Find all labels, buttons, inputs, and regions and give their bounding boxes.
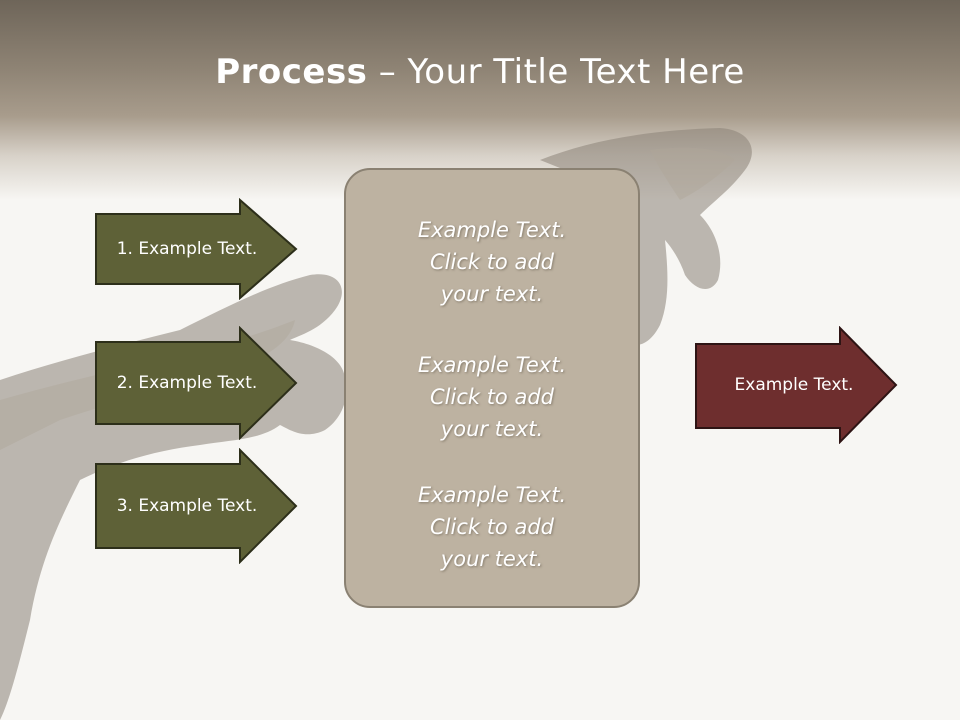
center-block-3-line-1: Example Text. [417, 483, 567, 507]
center-text-block-3: Example Text. Click to add your text. [346, 479, 638, 575]
title-bold: Process [215, 52, 368, 92]
center-text-box[interactable]: Example Text. Click to add your text. Ex… [344, 168, 640, 608]
result-arrow[interactable]: Example Text. [694, 326, 900, 444]
step-arrow-3[interactable]: 3. Example Text. [94, 448, 300, 564]
center-block-3-line-2: Click to add [429, 515, 554, 539]
step-arrow-2-label: 2. Example Text. [116, 373, 258, 393]
center-text-block-1: Example Text. Click to add your text. [346, 214, 638, 310]
result-arrow-label: Example Text. [734, 375, 854, 395]
result-arrow-shape [695, 326, 898, 444]
step-arrow-1-label: 1. Example Text. [116, 239, 258, 259]
step-arrow-3-label: 3. Example Text. [116, 496, 258, 516]
step-arrow-1[interactable]: 1. Example Text. [94, 198, 300, 300]
slide-title: Process – Your Title Text Here [0, 52, 960, 92]
header-band [0, 0, 960, 200]
step-arrow-2[interactable]: 2. Example Text. [94, 326, 300, 440]
center-block-1-line-1: Example Text. [417, 218, 567, 242]
center-block-2-line-1: Example Text. [417, 353, 567, 377]
center-block-2-line-3: your text. [440, 417, 544, 441]
step-arrow-3-shape [95, 448, 298, 564]
title-rest: – Your Title Text Here [367, 52, 745, 92]
step-arrow-1-shape [95, 198, 298, 300]
center-text-block-2: Example Text. Click to add your text. [346, 349, 638, 445]
center-block-2-line-2: Click to add [429, 385, 554, 409]
center-block-1-line-3: your text. [440, 282, 544, 306]
center-block-3-line-3: your text. [440, 547, 544, 571]
center-block-1-line-2: Click to add [429, 250, 554, 274]
step-arrow-2-shape [95, 326, 298, 440]
